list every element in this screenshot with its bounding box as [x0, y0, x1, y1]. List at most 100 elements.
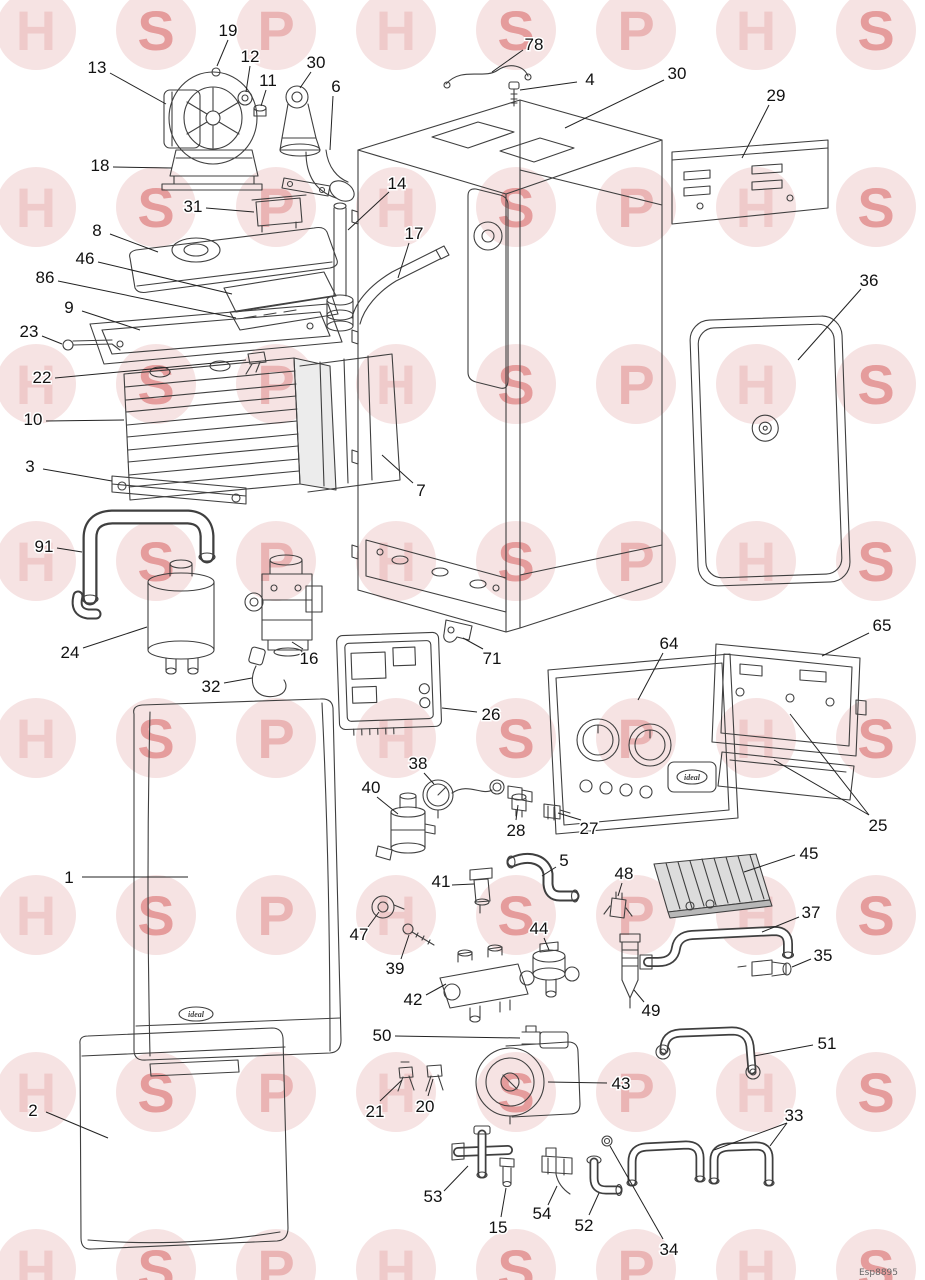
watermark-circle	[0, 167, 76, 247]
part-34-washer	[601, 1135, 613, 1147]
watermark-letter-H: H	[736, 353, 776, 416]
watermark-letter-S: S	[857, 353, 894, 416]
leader-line-35	[791, 958, 812, 968]
watermark-circle	[596, 167, 676, 247]
watermark-letter-S: S	[857, 530, 894, 593]
part-label-15: 15	[489, 1218, 508, 1237]
part-29-bracket	[671, 139, 829, 225]
leader-line-branch	[773, 759, 870, 816]
watermark-circle	[596, 698, 676, 778]
leader-line-65	[821, 632, 870, 657]
watermark-circle	[836, 875, 916, 955]
part-33-pipes	[626, 1140, 775, 1187]
watermark-letter-S: S	[137, 707, 174, 770]
watermark-circle	[476, 521, 556, 601]
watermark-circle	[116, 521, 196, 601]
watermark-letter-S: S	[857, 176, 894, 239]
part-2-door-panel	[79, 1027, 289, 1250]
leader-line-29	[741, 104, 770, 159]
leader-line-52	[588, 1192, 600, 1216]
watermark-circle	[836, 1229, 916, 1280]
part-78-wire-bracket	[443, 65, 532, 89]
watermark-letter-S: S	[137, 530, 174, 593]
part-43-pump	[475, 1031, 581, 1125]
part-label-24: 24	[61, 643, 80, 662]
watermark-letter-H: H	[736, 530, 776, 593]
watermark-letter-H: H	[376, 176, 416, 239]
part-47-grommet	[371, 895, 405, 919]
part-label-48: 48	[615, 864, 634, 883]
leader-line-2	[45, 1111, 109, 1139]
part-32-ignition-lead	[248, 646, 287, 698]
watermark-circle	[0, 875, 76, 955]
watermark-circle	[356, 344, 436, 424]
watermark-circle	[476, 344, 556, 424]
leader-line-37	[761, 916, 800, 933]
part-30-venturi	[279, 85, 321, 157]
leader-line-28	[515, 804, 519, 821]
part-51-pipe	[655, 1026, 761, 1080]
part-label-7: 7	[416, 481, 425, 500]
leader-line-5	[541, 866, 557, 877]
watermark-letter-S: S	[497, 0, 534, 62]
leader-line-22	[54, 359, 247, 379]
leader-line-23	[41, 335, 63, 345]
watermark-letter-S: S	[497, 353, 534, 416]
part-52-elbow	[586, 1155, 623, 1197]
part-label-25: 25	[869, 816, 888, 835]
part-37-pipe	[639, 926, 795, 970]
leader-line-18	[112, 166, 173, 169]
leader-line-54	[547, 1185, 558, 1206]
part-26-pcb	[336, 631, 442, 736]
watermark-letter-P: P	[257, 0, 294, 62]
watermark-letter-P: P	[617, 353, 654, 416]
watermark-circle	[596, 1052, 676, 1132]
part-label-1: 1	[64, 868, 73, 887]
watermark-circle	[836, 1052, 916, 1132]
watermark-letter-S: S	[497, 1238, 534, 1280]
watermark-circle	[356, 698, 436, 778]
part-30-casing	[351, 99, 663, 633]
watermark-letter-P: P	[257, 176, 294, 239]
part-36-rear-panel	[689, 315, 851, 587]
leader-line-45	[743, 854, 796, 873]
watermark-circle	[356, 1229, 436, 1280]
part-label-53: 53	[424, 1187, 443, 1206]
watermark-letter-P: P	[257, 1238, 294, 1280]
front-panel-logo: ideal	[188, 1010, 205, 1019]
watermark-letter-P: P	[617, 176, 654, 239]
part-label-28: 28	[507, 821, 526, 840]
watermark-circle	[0, 521, 76, 601]
part-13-fan	[163, 67, 258, 165]
watermark-letter-S: S	[857, 707, 894, 770]
watermark-circle	[236, 521, 316, 601]
leader-line-44	[543, 937, 550, 951]
leader-line-11	[260, 89, 267, 107]
watermark-circle	[476, 167, 556, 247]
part-label-34: 34	[660, 1240, 679, 1259]
leader-line-53	[443, 1165, 469, 1192]
control-display-logo: ideal	[684, 773, 701, 782]
watermark-circle	[596, 1229, 676, 1280]
leader-line-36	[797, 288, 862, 361]
part-7-burner	[299, 353, 401, 493]
watermark-circle	[836, 344, 916, 424]
part-label-38: 38	[409, 754, 428, 773]
watermark-circle	[476, 1052, 556, 1132]
part-38-pressure-gauge	[422, 779, 533, 819]
part-label-5: 5	[559, 851, 568, 870]
leader-line-86	[57, 280, 237, 319]
watermark-letter-H: H	[376, 0, 416, 62]
watermark-circle	[716, 1052, 796, 1132]
part-label-29: 29	[767, 86, 786, 105]
watermark-circle	[716, 1229, 796, 1280]
part-21-clip-sensor	[397, 1061, 415, 1092]
watermark-letter-H: H	[736, 0, 776, 62]
watermark-circle	[716, 344, 796, 424]
watermark-circle	[836, 0, 916, 70]
part-1-front-panel: ideal	[133, 698, 342, 1061]
leader-line-32	[223, 677, 253, 684]
watermark-circle	[356, 167, 436, 247]
